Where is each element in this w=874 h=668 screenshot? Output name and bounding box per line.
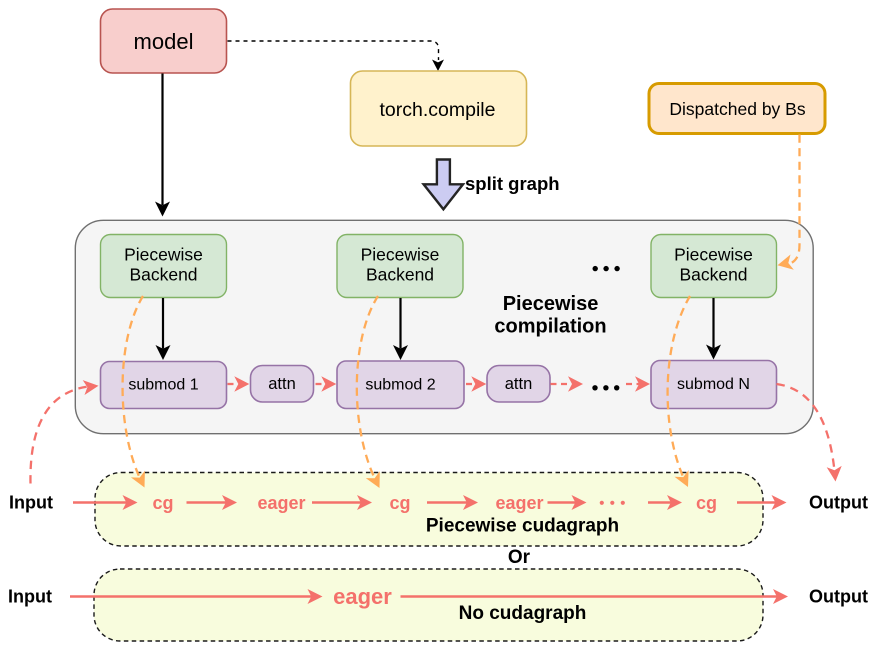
svg-text:cg: cg: [696, 493, 717, 513]
svg-text:Piecewise: Piecewise: [361, 245, 440, 265]
svg-text:model: model: [134, 29, 194, 54]
svg-text:Output: Output: [809, 587, 868, 607]
svg-text:cg: cg: [152, 493, 173, 513]
svg-text:attn: attn: [505, 375, 533, 393]
svg-text:Backend: Backend: [366, 265, 434, 285]
svg-text:submod 2: submod 2: [365, 377, 435, 394]
svg-text:Backend: Backend: [129, 265, 197, 285]
svg-text:Piecewise: Piecewise: [124, 245, 203, 265]
svg-text:submod 1: submod 1: [128, 377, 198, 394]
svg-text:Piecewise cudagraph: Piecewise cudagraph: [426, 516, 619, 537]
svg-text:Dispatched by Bs: Dispatched by Bs: [669, 99, 805, 119]
svg-text:Input: Input: [8, 587, 52, 607]
svg-text:Piecewise: Piecewise: [674, 245, 753, 265]
svg-text:compilation: compilation: [494, 316, 606, 338]
svg-text:submod N: submod N: [677, 376, 750, 393]
svg-text:eager: eager: [257, 493, 305, 513]
svg-text:Piecewise: Piecewise: [503, 293, 599, 315]
svg-text:Backend: Backend: [679, 265, 747, 285]
svg-text:torch.compile: torch.compile: [380, 99, 496, 121]
svg-text:No cudagraph: No cudagraph: [459, 603, 587, 624]
svg-text:cg: cg: [389, 493, 410, 513]
svg-text:Output: Output: [809, 493, 868, 513]
svg-text:split graph: split graph: [465, 173, 560, 194]
svg-text:Or: Or: [508, 547, 531, 568]
svg-text:eager: eager: [495, 493, 543, 513]
svg-text:Input: Input: [9, 493, 53, 513]
svg-text:attn: attn: [268, 375, 296, 393]
svg-text:eager: eager: [333, 584, 392, 609]
